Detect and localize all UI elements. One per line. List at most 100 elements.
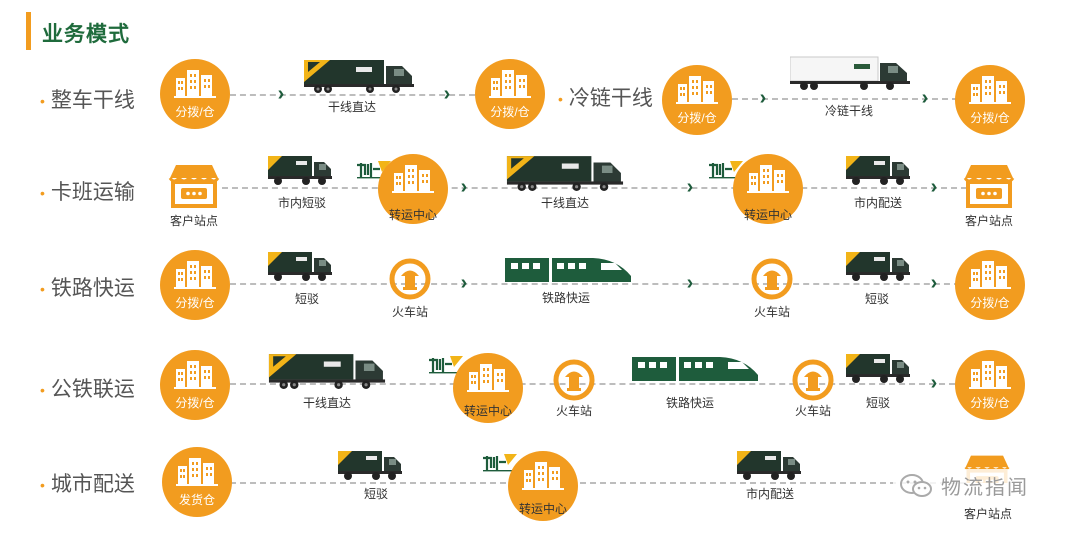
chevron-right-icon: ›	[930, 176, 938, 198]
transfer-center-node	[453, 353, 523, 423]
railway-station-icon	[388, 257, 432, 301]
chevron-right-icon: ›	[686, 176, 694, 198]
truck-icon	[846, 352, 910, 384]
bullet-dot: •	[40, 281, 45, 298]
route-line	[222, 187, 967, 189]
transfer-center-node	[378, 154, 448, 224]
chevron-right-icon: ›	[921, 87, 929, 109]
chevron-right-icon: ›	[930, 272, 938, 294]
node-caption: 转运中心	[743, 208, 793, 222]
hub-node: 分拨/仓	[955, 350, 1025, 420]
bullet-dot: •	[40, 477, 45, 494]
chevron-right-icon: ›	[686, 272, 694, 294]
railway-station-icon	[791, 358, 835, 402]
truck-icon	[268, 250, 332, 282]
hub-node: 分拨/仓	[475, 59, 545, 129]
chevron-right-icon: ›	[460, 272, 468, 294]
route-line	[230, 94, 475, 96]
hub-node: 分拨/仓	[662, 65, 732, 135]
watermark: 物流指闻	[893, 469, 1035, 502]
warehouse-building-icon	[522, 460, 564, 490]
warehouse-building-icon	[392, 163, 434, 193]
truck-icon	[268, 352, 386, 390]
node-caption: 客户站点	[169, 214, 219, 228]
truck-icon	[846, 154, 910, 186]
truck-icon	[506, 154, 624, 192]
row-label: •公铁联运	[40, 378, 135, 401]
watermark-text: 物流指闻	[941, 477, 1029, 499]
railway-station-icon	[750, 257, 794, 301]
chevron-right-icon: ›	[930, 372, 938, 394]
page-title: 业务模式	[42, 23, 130, 46]
row-whole-truck: •整车干线 › › 分拨/仓 干线直达 分拨/仓 •冷链干线 › › 分拨/仓 …	[0, 52, 1080, 152]
transfer-center-node	[508, 451, 578, 521]
segment-caption: 干线直达	[302, 396, 352, 410]
node-caption: 转运中心	[463, 404, 513, 418]
bullet-dot: •	[40, 93, 45, 110]
chevron-right-icon: ›	[443, 83, 451, 105]
chevron-right-icon: ›	[277, 83, 285, 105]
railway-station-icon	[552, 358, 596, 402]
warehouse-building-icon	[489, 68, 531, 98]
route-line	[230, 283, 960, 285]
segment-caption: 市内配送	[745, 487, 795, 501]
node-caption: 客户站点	[964, 214, 1014, 228]
hub-node: 分拨/仓	[160, 250, 230, 320]
segment-caption: 短驳	[865, 396, 891, 410]
truck-icon	[846, 250, 910, 282]
row-city-delivery: •城市配送 发货仓 短驳 转运中心 市内配送 客户站点	[0, 445, 1080, 545]
row-label: •冷链干线	[558, 87, 653, 110]
segment-caption: 干线直达	[327, 100, 377, 114]
warehouse-building-icon	[747, 163, 789, 193]
segment-caption: 干线直达	[540, 196, 590, 210]
row-label: •铁路快运	[40, 277, 135, 300]
truck-icon	[338, 449, 402, 481]
bullet-dot: •	[558, 91, 563, 108]
bullet-dot: •	[40, 382, 45, 399]
row-less-than-truckload: •卡班运输 › › › 客户站点 市内短驳 转运中心 干线直达 转运中心 市内配…	[0, 150, 1080, 250]
route-line	[732, 98, 958, 100]
high-speed-train-icon	[505, 256, 633, 284]
warehouse-building-icon	[969, 359, 1011, 389]
truck-icon	[737, 449, 801, 481]
shipping-warehouse-node: 发货仓	[162, 447, 232, 517]
node-caption: 火车站	[794, 404, 832, 418]
warehouse-building-icon	[676, 74, 718, 104]
segment-caption: 冷链干线	[824, 104, 874, 118]
customer-site-node	[961, 162, 1017, 213]
store-icon	[961, 162, 1017, 208]
route-line	[230, 482, 966, 484]
high-speed-train-icon	[632, 355, 760, 383]
node-caption: 转运中心	[518, 502, 568, 516]
node-caption: 火车站	[555, 404, 593, 418]
truck-icon	[304, 58, 414, 94]
row-label: •卡班运输	[40, 181, 135, 204]
node-caption: 火车站	[753, 305, 791, 319]
truck-icon	[268, 154, 332, 186]
segment-caption: 铁路快运	[665, 396, 715, 410]
node-caption: 转运中心	[388, 208, 438, 222]
title-accent-bar	[26, 12, 31, 50]
chevron-right-icon: ›	[759, 87, 767, 109]
refrigerated-truck-icon	[790, 55, 910, 91]
warehouse-building-icon	[176, 456, 218, 486]
bullet-dot: •	[40, 185, 45, 202]
transfer-center-node	[733, 154, 803, 224]
hub-node: 分拨/仓	[160, 59, 230, 129]
warehouse-building-icon	[174, 259, 216, 289]
customer-site-node	[166, 162, 222, 213]
store-icon	[166, 162, 222, 208]
segment-caption: 市内短驳	[277, 196, 327, 210]
hub-node: 分拨/仓	[160, 350, 230, 420]
warehouse-building-icon	[969, 259, 1011, 289]
segment-caption: 短驳	[864, 292, 890, 306]
segment-caption: 短驳	[294, 292, 320, 306]
warehouse-building-icon	[467, 362, 509, 392]
row-road-rail-intermodal: •公铁联运 › 分拨/仓 干线直达 转运中心 火车站 铁路快运 火车站 短驳 分…	[0, 348, 1080, 448]
hub-node: 分拨/仓	[955, 65, 1025, 135]
warehouse-building-icon	[174, 68, 216, 98]
row-label: •整车干线	[40, 89, 135, 112]
row-rail-express: •铁路快运 › › › 分拨/仓 短驳 火车站 铁路快运 火车站 短驳 分拨/仓	[0, 248, 1080, 348]
hub-node: 分拨/仓	[955, 250, 1025, 320]
warehouse-building-icon	[174, 359, 216, 389]
